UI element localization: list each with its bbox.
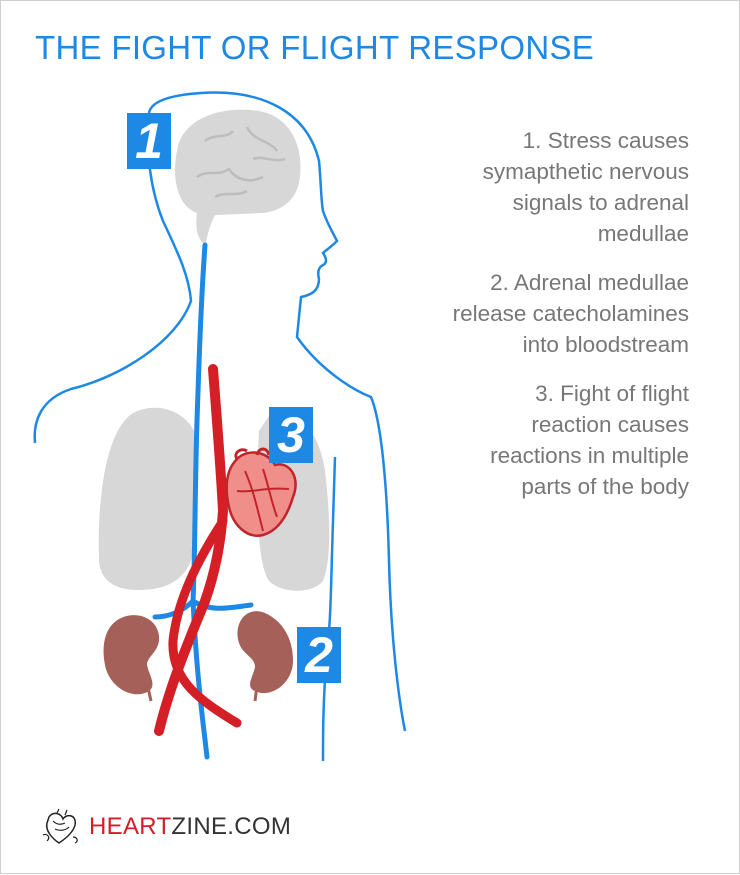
step-1-badge: 1 — [127, 113, 171, 169]
step-2-badge: 2 — [297, 627, 341, 683]
page-title: THE FIGHT OR FLIGHT RESPONSE — [35, 29, 595, 66]
steps-list: 1. Stress causes symapthetic nervous sig… — [389, 125, 689, 520]
right-kidney — [237, 611, 293, 694]
step-3-badge: 3 — [269, 407, 313, 463]
aorta — [154, 364, 229, 736]
body-outline — [147, 91, 407, 732]
brand-logo: HEARTZINE.COM — [39, 807, 291, 847]
brand-name-part1: HEART — [89, 813, 172, 840]
left-lung — [98, 407, 197, 590]
heart-logo-icon — [42, 808, 78, 844]
step-1-text: 1. Stress causes symapthetic nervous sig… — [482, 128, 689, 246]
left-kidney — [103, 615, 160, 695]
brand-name-part2: ZINE.COM — [171, 813, 292, 840]
step-2-text: 2. Adrenal medullae release catecholamin… — [452, 270, 689, 357]
step-3-text: 3. Fight of flight reaction causes react… — [490, 381, 689, 499]
